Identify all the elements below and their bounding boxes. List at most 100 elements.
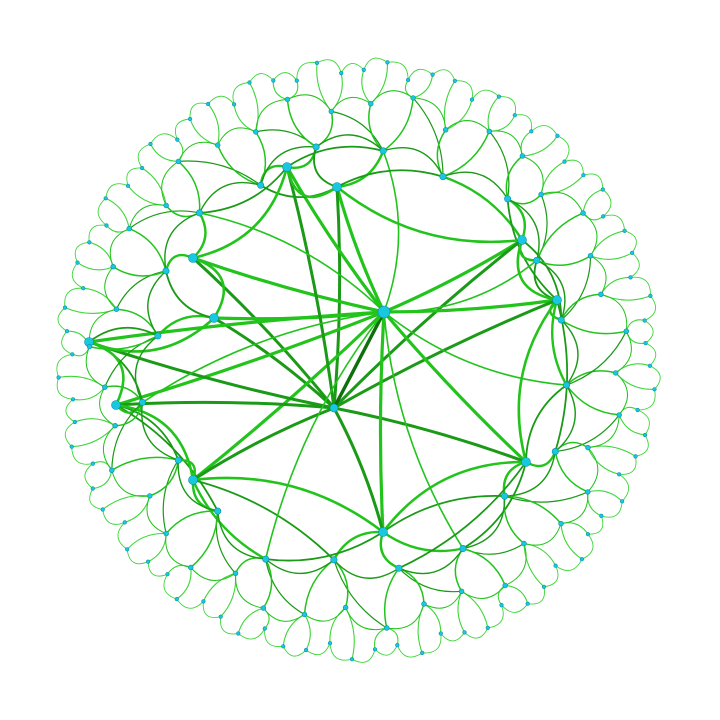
network-edge: [105, 197, 130, 230]
network-edge: [340, 63, 365, 74]
network-node: [469, 97, 475, 102]
network-node: [232, 102, 237, 107]
network-edge: [137, 143, 151, 169]
network-edge: [88, 326, 159, 343]
network-node: [361, 67, 366, 72]
network-edge: [141, 311, 385, 404]
network-node: [420, 650, 425, 656]
network-node: [635, 407, 640, 413]
network-edge: [445, 99, 473, 131]
network-edge: [536, 212, 584, 262]
network-edge: [517, 298, 559, 464]
network-node: [395, 642, 400, 648]
network-edge: [207, 103, 220, 146]
network-edge: [615, 363, 651, 374]
network-edge: [332, 310, 386, 410]
network-node: [585, 532, 591, 537]
network-node: [282, 162, 292, 172]
network-edge: [386, 61, 409, 81]
network-edge: [587, 515, 604, 535]
network-edge: [351, 648, 376, 663]
network-node: [81, 286, 86, 291]
network-node: [395, 564, 403, 572]
network-node: [70, 352, 75, 357]
network-edge: [523, 523, 562, 546]
network-edge: [503, 450, 556, 497]
network-node: [462, 630, 467, 635]
network-node: [452, 78, 458, 83]
network-edge: [423, 590, 463, 609]
network-node: [485, 625, 490, 631]
network-edge: [149, 143, 179, 162]
network-edge: [488, 130, 523, 157]
network-edge: [117, 521, 128, 550]
network-edge: [74, 241, 90, 264]
network-node: [521, 540, 527, 547]
network-edge: [560, 491, 589, 525]
network-edge: [191, 256, 386, 314]
network-edge: [286, 145, 385, 168]
network-edge: [615, 330, 632, 374]
network-edge: [504, 543, 527, 586]
network-edge: [191, 256, 336, 410]
network-edge: [432, 69, 456, 82]
network-node: [541, 584, 547, 589]
network-edge: [461, 590, 489, 629]
network-node: [458, 588, 465, 594]
network-node: [147, 493, 153, 499]
network-node: [174, 456, 182, 464]
network-edge: [412, 97, 444, 178]
network-edge: [441, 175, 524, 242]
network-edge: [520, 130, 532, 157]
network-edge: [286, 80, 299, 100]
network-node: [174, 596, 179, 602]
network-edge: [56, 377, 74, 400]
network-edge: [386, 603, 425, 630]
network-node: [218, 614, 223, 619]
network-edge: [87, 310, 386, 344]
network-node: [552, 295, 562, 305]
network-edge: [272, 72, 298, 82]
network-edge: [370, 61, 388, 105]
network-edge: [303, 559, 335, 616]
network-edge: [220, 616, 239, 635]
network-edge: [272, 79, 289, 100]
network-node: [504, 195, 512, 203]
network-edge: [637, 388, 656, 411]
network-edge: [176, 598, 204, 609]
network-node: [86, 343, 93, 350]
network-edge: [382, 147, 444, 178]
network-node: [339, 70, 344, 76]
network-node: [501, 492, 509, 500]
network-edge: [87, 340, 336, 410]
network-edge: [540, 191, 584, 214]
network-edge: [177, 459, 219, 512]
network-edge: [503, 495, 525, 545]
network-edge: [97, 197, 107, 226]
network-node: [349, 657, 355, 662]
network-node: [558, 520, 564, 527]
network-node: [209, 313, 219, 323]
network-node: [111, 400, 121, 410]
network-edge: [587, 447, 620, 475]
network-node: [206, 101, 211, 107]
network-edge: [191, 478, 267, 561]
network-edge: [527, 586, 545, 605]
network-edge: [111, 401, 144, 471]
network-edge: [260, 146, 317, 186]
network-edge: [112, 265, 167, 277]
network-edge: [330, 96, 372, 112]
network-edge: [332, 406, 528, 464]
network-edge: [111, 456, 180, 472]
network-edge: [134, 335, 159, 404]
network-edge: [443, 80, 456, 131]
network-node: [69, 444, 74, 449]
network-node: [304, 647, 309, 653]
network-edge: [316, 59, 342, 74]
network-node: [232, 570, 239, 576]
network-edge: [191, 406, 336, 482]
network-edge: [147, 533, 167, 563]
network-edge: [487, 96, 500, 132]
network-edge: [398, 567, 463, 593]
network-edge: [99, 386, 116, 427]
